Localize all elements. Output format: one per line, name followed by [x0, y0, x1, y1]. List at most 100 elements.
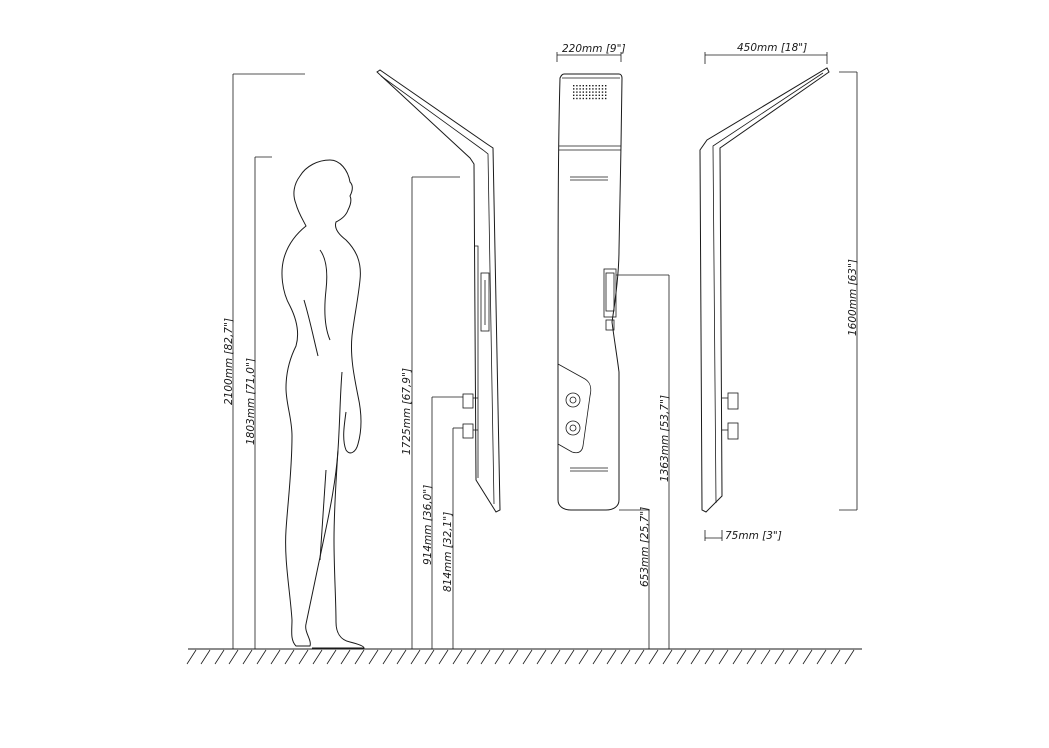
rain-shower-hole [592, 88, 594, 90]
floor-hatch-line [270, 649, 281, 665]
floor-hatch-line [228, 649, 239, 665]
rain-shower-hole [589, 97, 591, 100]
panel-width-dimension: 220mm [9"] [556, 43, 626, 62]
floor-hatch-line [452, 649, 463, 665]
floor-hatch-line [200, 649, 211, 665]
rain-shower-hole [592, 97, 594, 100]
floor-hatch-line [746, 649, 757, 665]
front-view [557, 73, 623, 511]
panel-width-label: 220mm [9"] [562, 43, 626, 55]
floor-hatch-line [284, 649, 295, 665]
rain-shower-hole [605, 97, 607, 100]
rain-shower-hole [576, 91, 578, 93]
floor-hatch-line [718, 649, 729, 665]
rain-shower-hole [601, 97, 604, 100]
rain-shower-hole [585, 88, 588, 90]
floor-hatch-line [774, 649, 785, 665]
floor-hatch-line [676, 649, 687, 665]
wall-offset-dimension: 75mm [3"] [704, 530, 782, 542]
floor-hatch-line [312, 649, 323, 665]
rain-shower-hole [582, 88, 584, 90]
rain-shower-hole [595, 91, 597, 93]
rain-shower-hole [576, 94, 578, 96]
mixer-upper-dimension: 914mm [36,0"] [422, 396, 463, 649]
rain-shower-hole [582, 85, 584, 87]
floor-hatch-line [606, 649, 617, 665]
floor-hatch-line [690, 649, 701, 665]
rain-shower-hole [605, 91, 607, 93]
floor-hatch-line [536, 649, 547, 665]
floor-hatch-line [816, 649, 827, 665]
floor-hatch-line [844, 649, 855, 665]
rain-shower-hole [576, 97, 578, 100]
rain-shower-hole [573, 85, 575, 87]
rain-shower-hole [576, 85, 578, 87]
rain-shower-hole [598, 97, 600, 100]
rain-shower-hole [589, 94, 591, 96]
floor-hatch-line [410, 649, 421, 665]
rain-shower-hole [576, 88, 578, 90]
rain-shower-hole [595, 97, 597, 100]
handshower-height-label: 1363mm [53,7"] [659, 395, 671, 482]
floor-hatch-line [732, 649, 743, 665]
rain-shower-holes [573, 85, 607, 100]
rain-shower-hole [598, 94, 600, 96]
floor-hatch-line [242, 649, 253, 665]
panel-length-label: 1600mm [63"] [847, 259, 859, 336]
floor-hatch-line [354, 649, 365, 665]
floor-hatch-line [382, 649, 393, 665]
rain-shower-hole [582, 97, 584, 100]
rain-shower-hole [595, 85, 597, 87]
rain-shower-hole [592, 94, 594, 96]
rain-shower-hole [579, 85, 581, 87]
rain-shower-hole [582, 91, 584, 93]
floor-hatch-line [648, 649, 659, 665]
top-depth-dimension: 450mm [18"] [704, 42, 828, 64]
floor-hatch-line [480, 649, 491, 665]
rain-shower-hole [601, 91, 604, 93]
floor-hatch-line [424, 649, 435, 665]
floor-hatch-line [396, 649, 407, 665]
floor-hatch-line [550, 649, 561, 665]
rain-shower-hole [605, 88, 607, 90]
top-depth-label: 450mm [18"] [737, 42, 807, 54]
floor-hatch-line [256, 649, 267, 665]
bottom-height-dimension: 653mm [25,7"] [619, 507, 651, 649]
rain-shower-hole [573, 91, 575, 93]
floor-hatch-line [368, 649, 379, 665]
rain-shower-hole [589, 91, 591, 93]
rain-shower-hole [585, 85, 588, 87]
floor-hatch-line [438, 649, 449, 665]
floor-hatch-line [214, 649, 225, 665]
floor-hatch-line [760, 649, 771, 665]
rain-shower-hole [589, 85, 591, 87]
rain-shower-hole [605, 94, 607, 96]
rain-shower-hole [582, 94, 584, 96]
handshower-height-dimension: 1363mm [53,7"] [616, 274, 671, 649]
rain-shower-hole [601, 94, 604, 96]
human-figure [281, 159, 365, 649]
floor-hatch-line [802, 649, 813, 665]
rain-shower-hole [573, 88, 575, 90]
floor-hatch-line [662, 649, 673, 665]
rain-shower-hole [585, 97, 588, 100]
rain-shower-hole [579, 94, 581, 96]
rain-shower-hole [601, 85, 604, 87]
floor-hatch-line [578, 649, 589, 665]
panel-length-dimension: 1600mm [63"] [839, 71, 859, 511]
rain-shower-hole [579, 88, 581, 90]
floor-hatch-line [298, 649, 309, 665]
rain-shower-hole [595, 88, 597, 90]
rain-shower-hole [592, 85, 594, 87]
floor-hatch-line [620, 649, 631, 665]
rain-shower-hole [589, 88, 591, 90]
mixer-upper-label: 914mm [36,0"] [422, 485, 434, 565]
total-height-label: 2100mm [82,7"] [223, 318, 235, 405]
person-height-label: 1803mm [71,0"] [245, 358, 257, 445]
floor-hatch-line [186, 649, 197, 665]
floor [186, 648, 862, 665]
person-height-dimension: 1803mm [71,0"] [245, 156, 272, 649]
bottom-height-label: 653mm [25,7"] [639, 507, 651, 587]
floor-hatch-line [634, 649, 645, 665]
